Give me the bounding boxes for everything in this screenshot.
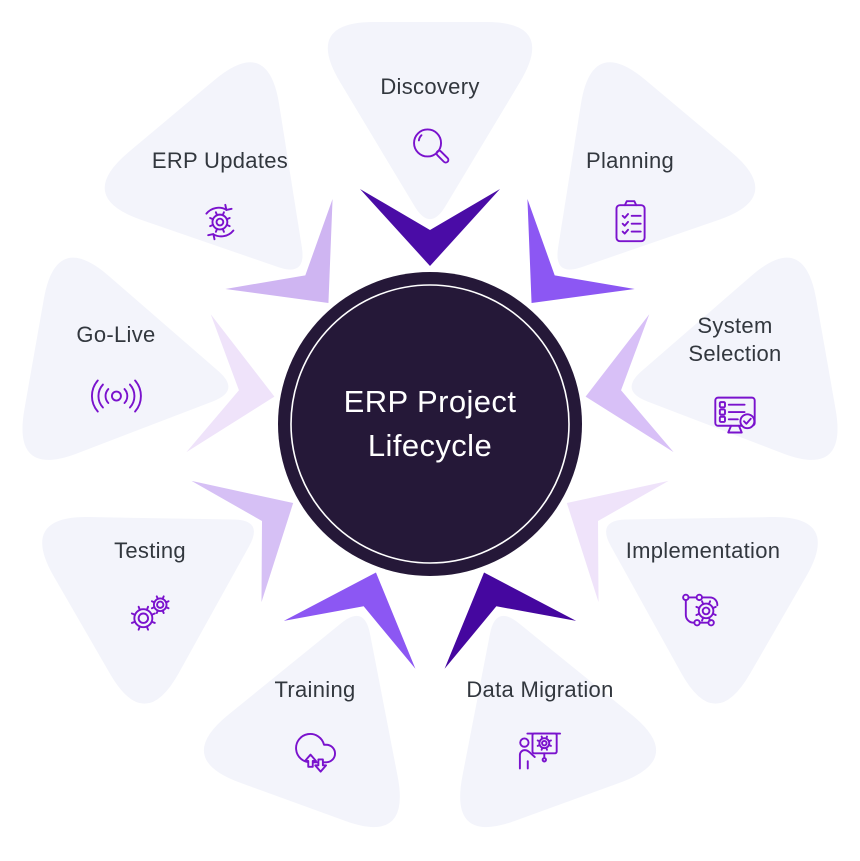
clipboard-checklist-icon [603, 195, 657, 249]
petal-shape-planning [557, 62, 756, 270]
petal-shape-training [203, 615, 400, 828]
petal-label-erp-updates: ERP Updates [151, 148, 289, 174]
petal-label-planning: Planning [585, 148, 675, 174]
petal-label-go-live: Go-Live [76, 322, 156, 348]
petal-discovery: Discovery [380, 73, 479, 175]
petal-label-implementation: Implementation [625, 538, 781, 564]
sync-gear-icon [193, 195, 247, 249]
presentation-gear-icon [513, 724, 567, 778]
petal-shape-data-migration [460, 615, 657, 828]
monitor-checklist-icon [708, 388, 762, 442]
chevron-implementation [566, 480, 669, 603]
petal-shape-implementation [606, 517, 818, 704]
broadcast-icon [89, 369, 143, 423]
petal-label-system-selection: System Selection [688, 313, 782, 366]
chevron-training [283, 572, 416, 669]
process-flow-gear-icon [676, 585, 730, 639]
chevron-go-live [186, 314, 275, 453]
chevron-planning [527, 198, 635, 303]
petal-label-testing: Testing [114, 538, 186, 564]
petal-label-training: Training [274, 677, 356, 703]
petal-shape-system-selection [631, 257, 838, 460]
diagram-title: ERP Project Lifecycle [343, 383, 517, 463]
petal-training: Training [274, 676, 355, 778]
center-circle [278, 272, 582, 576]
petal-erp-updates: ERP Updates [152, 147, 288, 249]
petal-label-discovery: Discovery [380, 74, 480, 100]
center-ring [290, 284, 570, 564]
petal-shape-erp-updates [104, 62, 303, 270]
chevron-discovery [360, 189, 500, 266]
petal-implementation: Implementation [626, 537, 781, 639]
chevron-data-migration [444, 572, 577, 669]
search-icon [403, 121, 457, 175]
petal-shape-go-live [22, 257, 229, 460]
petal-data-migration: Data Migration [466, 676, 613, 778]
cloud-transfer-icon [288, 724, 342, 778]
gears-icon [123, 585, 177, 639]
petal-go-live: Go-Live [76, 321, 155, 423]
petal-label-data-migration: Data Migration [466, 677, 614, 703]
petal-planning: Planning [586, 147, 674, 249]
chevron-system-selection [585, 314, 674, 453]
chevron-erp-updates [225, 198, 333, 303]
petal-shape-discovery [327, 22, 533, 220]
chevron-testing [191, 480, 294, 603]
petal-system-selection: System Selection [675, 312, 795, 442]
petal-testing: Testing [114, 537, 186, 639]
